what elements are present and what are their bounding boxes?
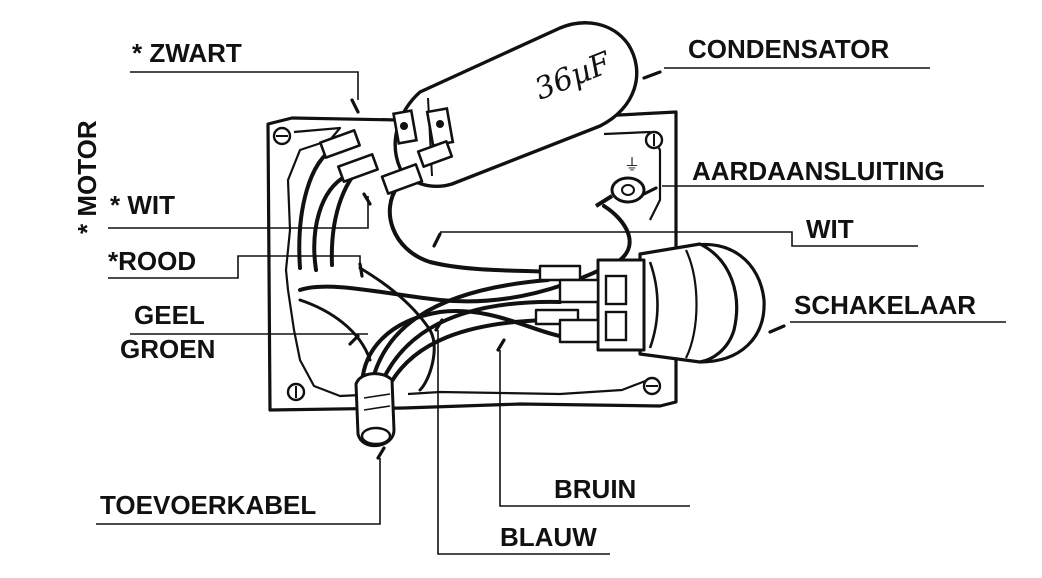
- leader-lines: [96, 67, 1006, 555]
- labels: * ZWART * MOTOR * WIT *ROOD GEEL GROEN C…: [72, 34, 976, 552]
- label-schakelaar: SCHAKELAAR: [794, 290, 976, 320]
- label-geel: GEEL: [134, 300, 205, 330]
- spade-connectors: [319, 129, 454, 195]
- corner-screw-bottom-right: [642, 376, 662, 396]
- corner-screw-top-right: [644, 130, 664, 150]
- label-blauw: BLAUW: [500, 522, 597, 552]
- switch: [534, 242, 766, 364]
- earth-terminal: ⏚: [594, 155, 646, 208]
- label-zwart: * ZWART: [132, 38, 242, 68]
- label-toevoerkabel: TOEVOERKABEL: [100, 490, 316, 520]
- supply-cable: [354, 372, 396, 448]
- label-aardaansluiting: AARDAANSLUITING: [692, 156, 945, 186]
- corner-screw-bottom-left: [286, 382, 306, 402]
- corner-screw-top-left: [272, 126, 292, 146]
- label-groen: GROEN: [120, 334, 215, 364]
- label-motor: * MOTOR: [72, 120, 102, 234]
- ground-symbol-icon: ⏚: [624, 155, 640, 174]
- label-rood: *ROOD: [108, 246, 196, 276]
- capacitor: 36µF: [392, 21, 639, 188]
- label-condensator: CONDENSATOR: [688, 34, 889, 64]
- label-wit-left: * WIT: [110, 190, 175, 220]
- label-bruin: BRUIN: [554, 474, 636, 504]
- label-wit-right: WIT: [806, 214, 854, 244]
